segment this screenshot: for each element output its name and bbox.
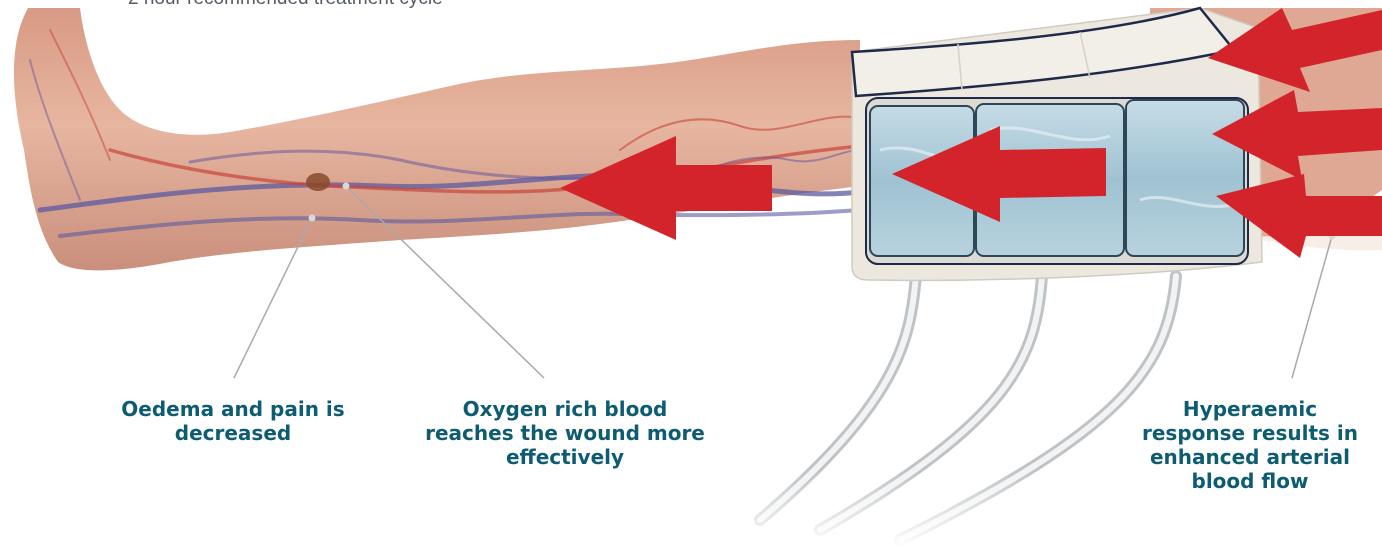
callout-oedema: Oedema and pain is decreased [98, 397, 368, 445]
compression-cuff [852, 8, 1262, 280]
air-tubes [700, 276, 1200, 549]
wound [306, 173, 330, 191]
callout-oxygen: Oxygen rich blood reaches the wound more… [420, 397, 710, 469]
treatment-cycle-caption: 2 hour recommended treatment cycle [128, 0, 443, 10]
callout-hyperaemic: Hyperaemic response results in enhanced … [1140, 397, 1360, 493]
